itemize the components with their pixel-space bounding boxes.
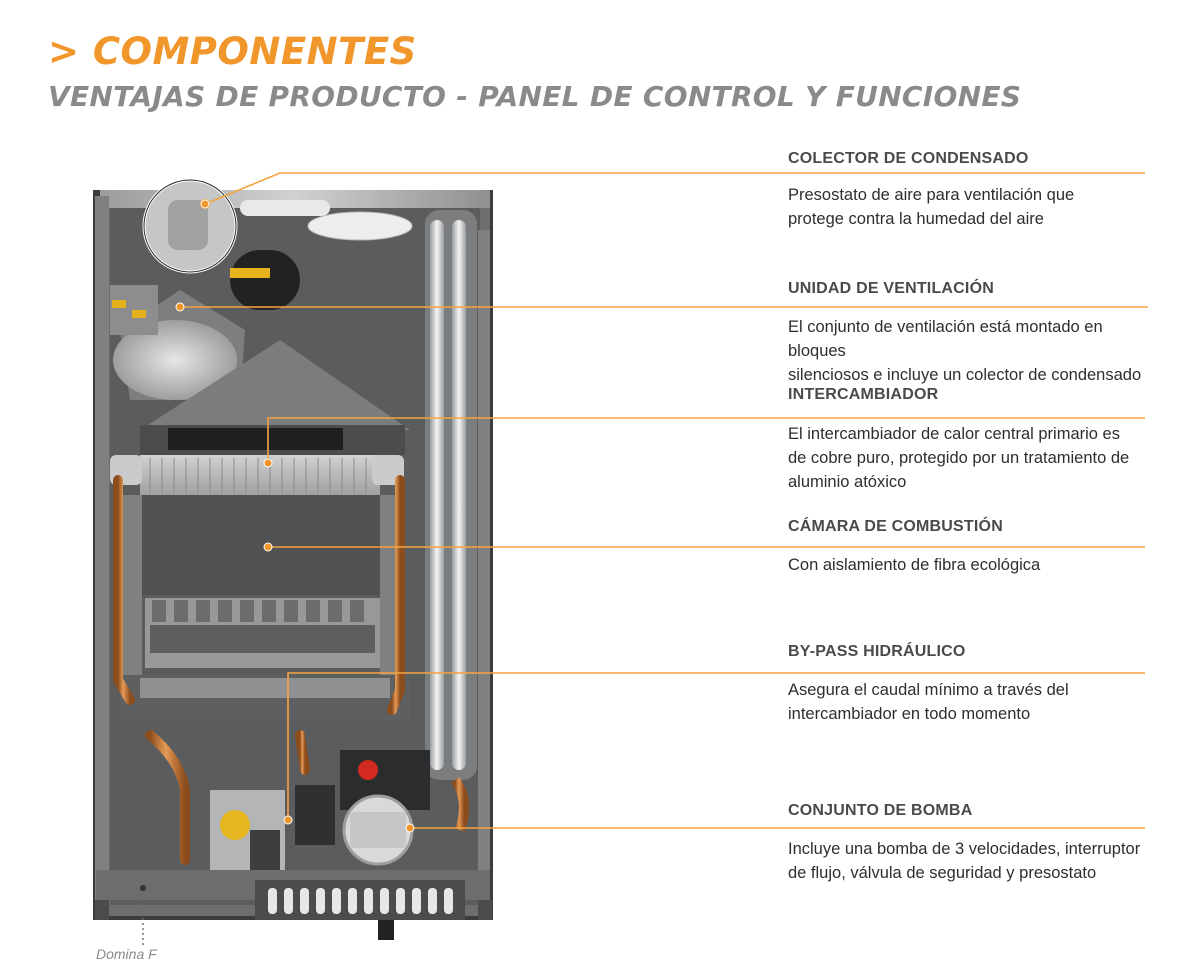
leader-intercambiador	[267, 417, 1145, 463]
component-title: COLECTOR DE CONDENSADO	[788, 150, 1029, 167]
gas-valve	[210, 790, 285, 870]
dot-bypass	[283, 815, 293, 825]
model-caption: Domina F	[96, 946, 157, 962]
leader-lines	[180, 172, 1148, 829]
leader-bypass	[287, 672, 1145, 820]
component-desc-line: Con aislamiento de fibra ecológica	[788, 556, 1041, 574]
page-subtitle: VENTAJAS DE PRODUCTO - PANEL DE CONTROL …	[48, 80, 1022, 113]
component-title: CONJUNTO DE BOMBA	[788, 802, 973, 819]
combustion-chamber	[120, 495, 410, 720]
component-bypass-hidraulico: BY-PASS HIDRÁULICO Asegura el caudal mín…	[788, 643, 1148, 726]
copper-pipes	[113, 475, 405, 865]
component-desc-line: El conjunto de ventilación está montado …	[788, 318, 1103, 360]
fan-unit	[110, 250, 300, 400]
component-unidad-ventilacion: UNIDAD DE VENTILACIÓN El conjunto de ven…	[788, 280, 1148, 387]
component-desc-line: de flujo, válvula de seguridad y presost…	[788, 864, 1097, 882]
component-desc-line: protege contra la humedad del aire	[788, 210, 1044, 228]
component-desc-line: Incluye una bomba de 3 velocidades, inte…	[788, 840, 1141, 858]
component-desc-line: aluminio atóxico	[788, 473, 907, 491]
dot-condensado	[200, 199, 210, 209]
component-title: UNIDAD DE VENTILACIÓN	[788, 280, 994, 297]
component-intercambiador: INTERCAMBIADOR El intercambiador de calo…	[788, 386, 1148, 494]
caption-dot	[140, 885, 146, 891]
component-desc-line: Presostato de aire para ventilación que	[788, 186, 1075, 204]
component-desc-line: de cobre puro, protegido por un tratamie…	[788, 449, 1130, 467]
dot-bomba	[405, 823, 415, 833]
component-desc-line: Asegura el caudal mínimo a través del	[788, 681, 1069, 699]
component-desc-line: El intercambiador de calor central prima…	[788, 425, 1120, 443]
component-title: CÁMARA DE COMBUSTIÓN	[788, 518, 1003, 535]
heat-exchanger	[110, 425, 405, 495]
component-title: BY-PASS HIDRÁULICO	[788, 643, 966, 660]
condensate-zoom-circle	[142, 178, 238, 274]
component-desc-line: silenciosos e incluye un colector de con…	[788, 366, 1142, 384]
component-conjunto-bomba: CONJUNTO DE BOMBA Incluye una bomba de 3…	[788, 802, 1148, 885]
right-pipes	[425, 210, 477, 832]
dot-intercambiador	[263, 458, 273, 468]
component-colector-condensado: COLECTOR DE CONDENSADO Presostato de air…	[788, 150, 1148, 231]
component-camara-combustion: CÁMARA DE COMBUSTIÓN Con aislamiento de …	[788, 518, 1148, 577]
component-desc-line: intercambiador en todo momento	[788, 705, 1031, 723]
page-title: > COMPONENTES	[48, 30, 417, 73]
pump-unit	[295, 750, 430, 866]
bottom-frame	[95, 870, 492, 940]
dot-camara	[263, 542, 273, 552]
dot-ventilacion	[175, 302, 185, 312]
component-title: INTERCAMBIADOR	[788, 386, 939, 403]
leader-condensado	[204, 172, 1145, 205]
